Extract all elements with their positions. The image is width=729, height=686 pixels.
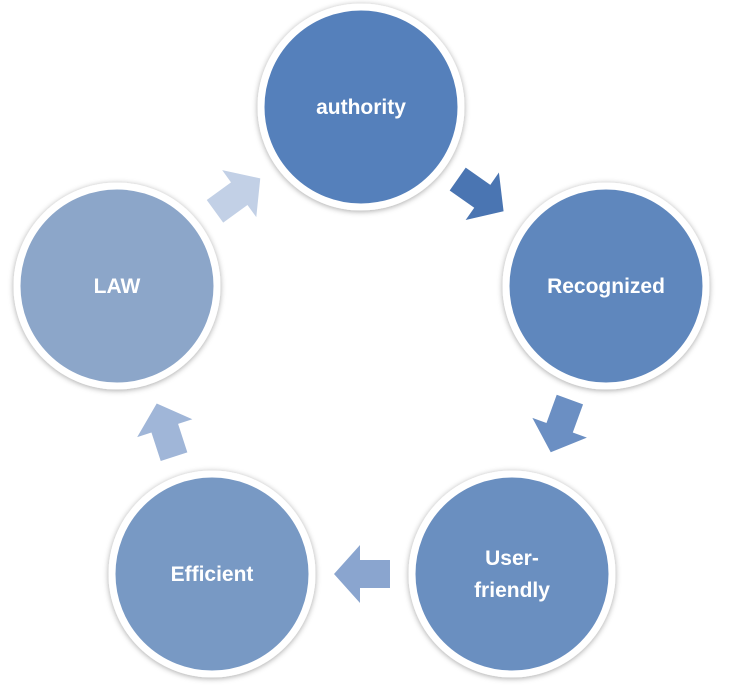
arrow-authority-to-recognized (449, 167, 504, 221)
arrow-user-friendly-to-efficient (334, 545, 390, 603)
node-efficient-label: Efficient (171, 563, 254, 586)
node-authority-circle (257, 3, 465, 211)
node-efficient-circle (108, 470, 316, 678)
node-recognized: Recognized (502, 182, 710, 390)
node-user-friendly: User-friendly (408, 470, 616, 678)
node-authority-label: authority (316, 96, 406, 119)
arrow-recognized-to-user-friendly (532, 394, 587, 453)
node-recognized-circle (502, 182, 710, 390)
arrows-layer (137, 167, 587, 603)
node-user-friendly-label-line: friendly (474, 579, 550, 602)
node-law-label-line: LAW (94, 275, 141, 298)
node-authority: authority (257, 3, 465, 211)
node-recognized-label-line: Recognized (547, 275, 665, 298)
node-user-friendly-circle (408, 470, 616, 678)
arrow-efficient-to-law (137, 403, 193, 462)
node-law-circle (13, 182, 221, 390)
node-law-label: LAW (94, 275, 141, 298)
node-law: LAW (13, 182, 221, 390)
node-efficient: Efficient (108, 470, 316, 678)
arrow-law-to-authority (206, 170, 261, 223)
node-recognized-label: Recognized (547, 275, 665, 298)
node-efficient-label-line: Efficient (171, 563, 254, 586)
node-user-friendly-label: User-friendly (474, 547, 550, 602)
node-user-friendly-label-line: User- (485, 547, 539, 570)
node-authority-label-line: authority (316, 96, 406, 119)
